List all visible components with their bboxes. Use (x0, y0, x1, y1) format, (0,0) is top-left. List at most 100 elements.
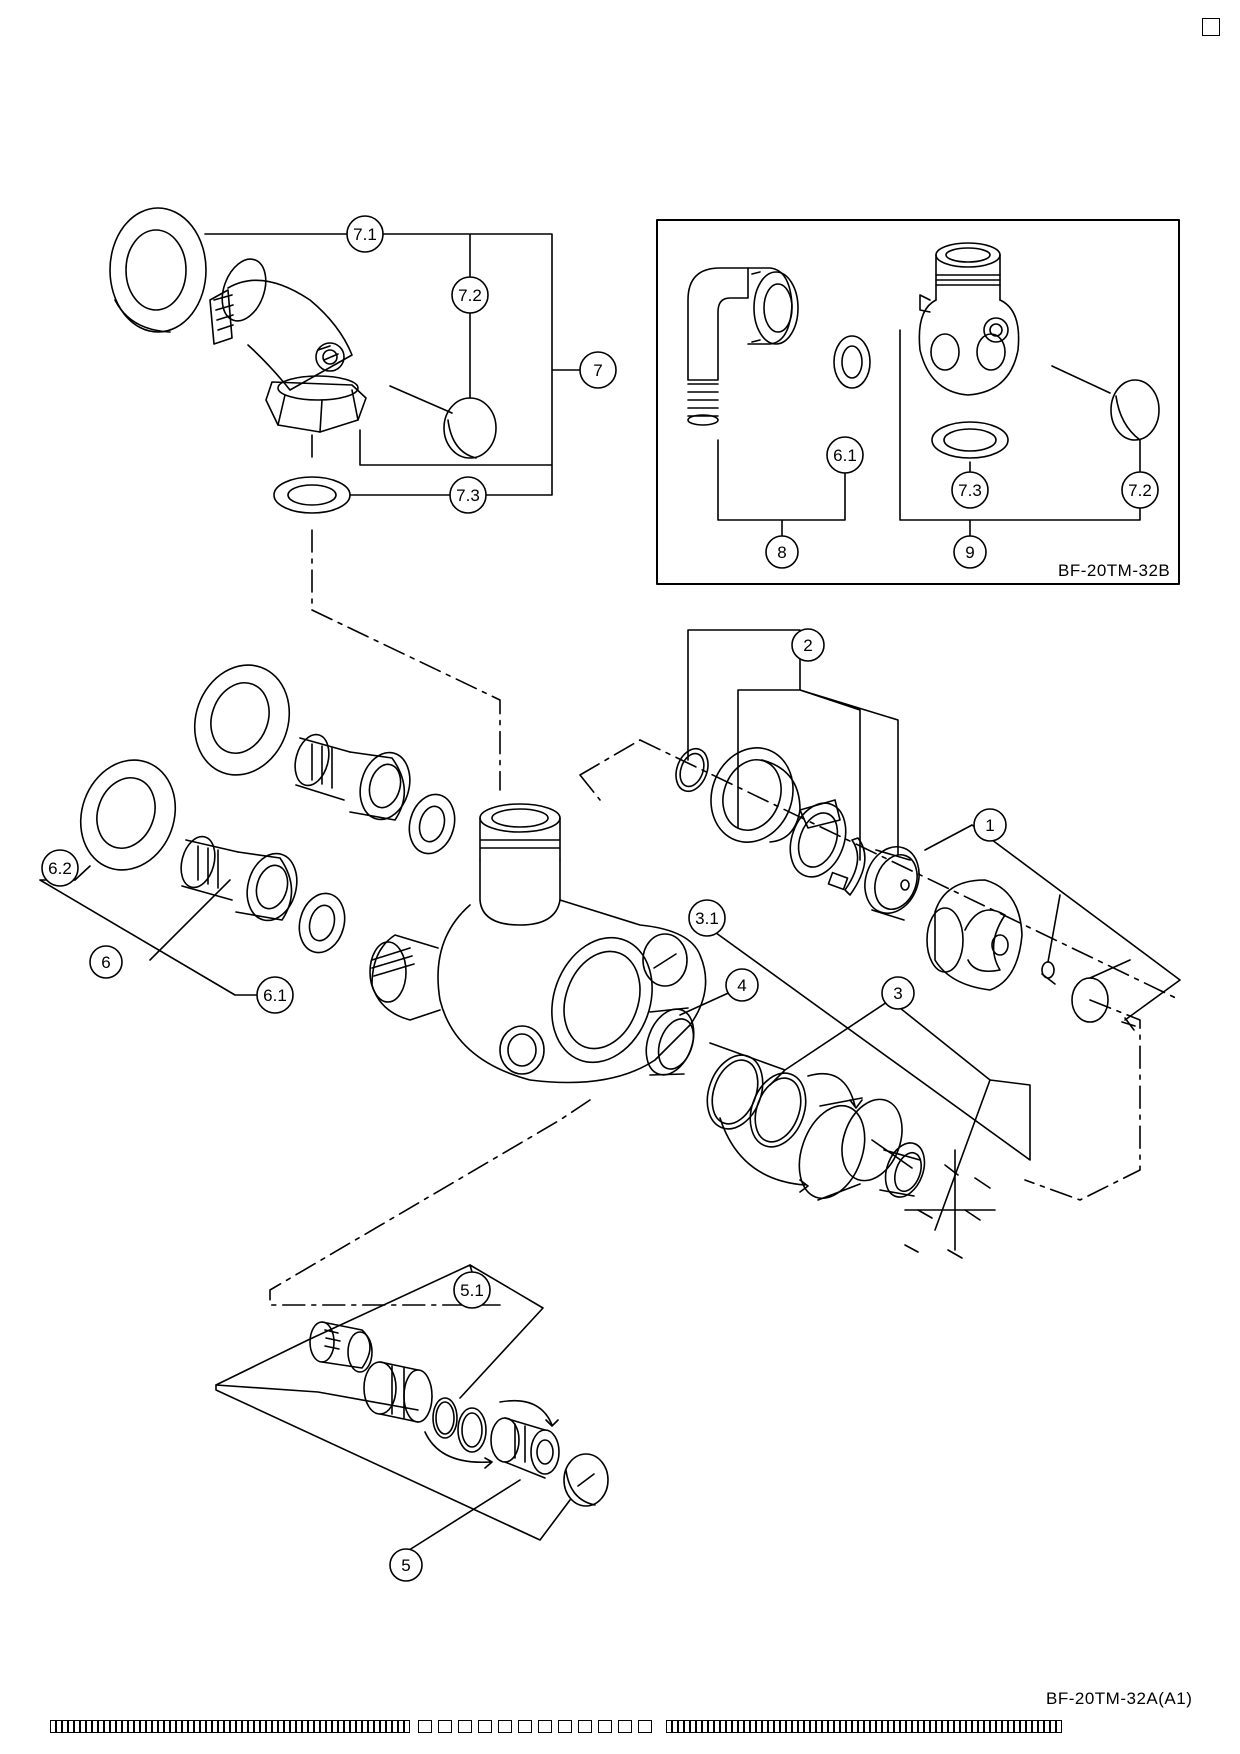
adapter-2-part (864, 846, 920, 921)
placeholder-glyph (68, 1719, 74, 1733)
placeholder-glyph (882, 1719, 888, 1733)
placeholder-glyph (1050, 1719, 1056, 1733)
clip-2-part (789, 799, 849, 891)
placeholder-glyph (140, 1719, 146, 1733)
callout-8: 8 (765, 535, 799, 569)
placeholder-glyph (598, 1719, 612, 1733)
placeholder-glyph (846, 1719, 852, 1733)
placeholder-glyph (152, 1719, 158, 1733)
inset-leader-8 (717, 439, 846, 541)
placeholder-glyph (690, 1719, 696, 1733)
placeholder-glyph (356, 1719, 362, 1733)
placeholder-glyph (332, 1719, 338, 1733)
o-rings-5-part (432, 1397, 487, 1453)
leader-2 (687, 629, 899, 861)
placeholder-glyph (774, 1719, 780, 1733)
callout-7-2: 7.2 (451, 276, 489, 314)
placeholder-glyph (792, 1719, 798, 1733)
placeholder-glyph (1026, 1719, 1032, 1733)
placeholder-glyph (296, 1719, 302, 1733)
placeholder-glyph (368, 1719, 374, 1733)
placeholder-glyph (638, 1719, 652, 1733)
placeholder-glyph (768, 1719, 774, 1733)
placeholder-glyph (110, 1719, 116, 1733)
placeholder-glyph (206, 1719, 212, 1733)
placeholder-glyph (702, 1719, 708, 1733)
callout-4-label: 4 (737, 976, 746, 995)
inset-frame (656, 219, 1180, 585)
placeholder-glyph (876, 1719, 882, 1733)
leader-6 (39, 865, 257, 996)
callout-6-1: 6.1 (256, 976, 294, 1014)
placeholder-glyph (1032, 1719, 1038, 1733)
cartridge-3-part (798, 1097, 926, 1201)
placeholder-glyph (1044, 1719, 1050, 1733)
leader-7 (204, 233, 581, 496)
callout-5: 5 (389, 1548, 423, 1582)
placeholder-glyph (798, 1719, 804, 1733)
leader-1 (924, 824, 1181, 1021)
callout-6-1-inset: 6.1 (826, 436, 864, 474)
placeholder-glyph (98, 1719, 104, 1733)
inset-tee-body-part (918, 242, 1020, 396)
callout-5-1-label: 5.1 (460, 1281, 484, 1300)
o-ring-2-part (675, 747, 709, 793)
placeholder-glyph (194, 1719, 200, 1733)
pin-knob-7-2-part (389, 385, 497, 459)
placeholder-glyph (344, 1719, 350, 1733)
placeholder-glyph (930, 1719, 936, 1733)
placeholder-glyph (966, 1719, 972, 1733)
inset-leader-9 (899, 329, 1141, 541)
placeholder-glyph (1008, 1719, 1014, 1733)
filter-cage-part (363, 1361, 433, 1423)
placeholder-glyph (92, 1719, 98, 1733)
placeholder-glyph (924, 1719, 930, 1733)
placeholder-glyph (996, 1719, 1002, 1733)
inset-washer-part (833, 335, 871, 389)
placeholder-glyph (498, 1719, 512, 1733)
inset-drawing-code: BF-20TM-32B (1058, 561, 1171, 580)
placeholder-glyph (86, 1719, 92, 1733)
placeholder-glyph (744, 1719, 750, 1733)
placeholder-glyph (804, 1719, 810, 1733)
callout-6-1-inset-label: 6.1 (833, 446, 857, 465)
placeholder-glyph (326, 1719, 332, 1733)
axis-line-3 (1024, 999, 1141, 1201)
screw-1-part (1041, 961, 1056, 985)
placeholder-glyph (666, 1719, 672, 1733)
placeholder-glyph (164, 1719, 170, 1733)
placeholder-glyph (56, 1719, 62, 1733)
placeholder-glyph (392, 1719, 398, 1733)
placeholder-glyph (618, 1719, 632, 1733)
inset-elbow-part (687, 267, 799, 426)
callout-2: 2 (791, 628, 825, 662)
washer-7-3-part (273, 476, 351, 514)
callout-7: 7 (579, 351, 617, 389)
washer-6-1-part (298, 892, 346, 954)
placeholder-glyph (248, 1719, 254, 1733)
callout-2-label: 2 (803, 636, 812, 655)
placeholder-glyph (762, 1719, 768, 1733)
placeholder-glyph (900, 1719, 906, 1733)
placeholder-glyph (828, 1719, 834, 1733)
placeholder-glyph (936, 1719, 942, 1733)
placeholder-glyph (906, 1719, 912, 1733)
leader-4 (679, 989, 736, 1016)
placeholder-glyph (978, 1719, 984, 1733)
placeholder-glyph (254, 1719, 260, 1733)
callout-3-1: 3.1 (688, 899, 726, 937)
callout-7-1: 7.1 (346, 215, 384, 253)
placeholder-glyph (80, 1719, 86, 1733)
placeholder-glyph (350, 1719, 356, 1733)
placeholder-glyph (478, 1719, 492, 1733)
placeholder-glyph (852, 1719, 858, 1733)
swap-arrow-3 (719, 1072, 863, 1193)
placeholder-glyph (386, 1719, 392, 1733)
placeholder-glyph (418, 1719, 432, 1733)
callout-6-2: 6.2 (41, 849, 79, 887)
leader-5 (215, 1384, 571, 1553)
handle-1-part (926, 879, 1023, 991)
placeholder-glyph (374, 1719, 380, 1733)
placeholder-glyph (738, 1719, 744, 1733)
